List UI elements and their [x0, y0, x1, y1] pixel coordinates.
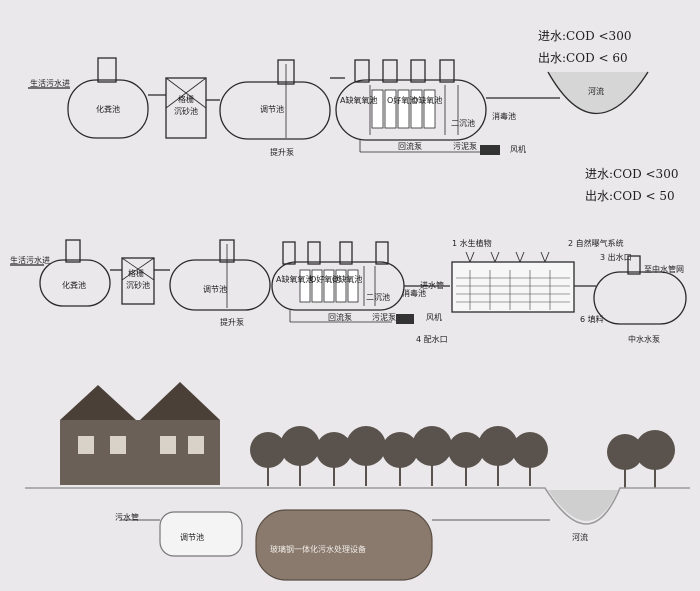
- diagram-2: 进水:COD <300 出水:COD < 50 生活污水进 化粪池 格栅 沉砂池…: [10, 167, 687, 344]
- d2-inlet-label: 生活污水进: [10, 255, 50, 265]
- d2-disinfection-label: 消毒池: [402, 288, 426, 298]
- d2-sludge-pump-label: 污泥泵: [372, 312, 396, 322]
- d1-anoxic-label: A缺氧氧池: [340, 95, 377, 105]
- d1-blower-label: 风机: [510, 144, 526, 154]
- d2-reuse-network-label: 至中水管网: [644, 264, 684, 274]
- d1-blower-icon: [480, 145, 500, 155]
- d2-media-blocks: [299, 269, 359, 303]
- scene-regulating-label: 调节池: [180, 532, 204, 542]
- scene-equipment-tank: [255, 509, 433, 581]
- d2-distribution-label: 4 配水口: [416, 334, 448, 344]
- d1-grid-label: 格栅: [178, 94, 194, 104]
- d2-inlet-quality: 进水:COD <300: [585, 167, 678, 181]
- d2-return-pump-label: 回流泵: [328, 312, 352, 322]
- d2-septic-label: 化粪池: [62, 280, 86, 290]
- d1-media-blocks: [371, 89, 436, 129]
- tree-row: [250, 426, 675, 470]
- d2-outlet-label: 3 出水口: [600, 252, 632, 262]
- d2-secondary-label: 二沉池: [366, 292, 390, 302]
- d1-septic-label: 化粪池: [96, 104, 120, 114]
- d1-river-label: 河流: [588, 86, 604, 96]
- d2-grid-label: 格栅: [128, 268, 144, 278]
- d2-lift-pump-label: 提升泵: [220, 317, 244, 327]
- d1-aerobic2-label: O缺氧池: [412, 95, 442, 105]
- d1-inlet-quality: 进水:COD <300: [538, 29, 631, 43]
- scene-regulating-tank: [159, 511, 243, 557]
- d2-inlet-tube-label: 进水管: [420, 280, 444, 290]
- d2-water-plant-label: 1 水生植物: [452, 238, 492, 248]
- d1-return-pump-label: 回流泵: [398, 141, 422, 151]
- d1-grit-label: 沉砂池: [174, 106, 198, 116]
- d2-blower-icon: [396, 314, 414, 324]
- d1-disinfection-label: 消毒池: [492, 111, 516, 121]
- d1-river: [547, 71, 649, 114]
- d2-grit-label: 沉砂池: [126, 280, 150, 290]
- d2-outlet-quality: 出水:COD < 50: [585, 189, 675, 203]
- scene-illustration: 河流 污水管 调节池 玻璃钢一体化污水处理设备: [25, 382, 690, 581]
- diagram-1: 进水:COD <300 出水:COD < 60 生活污水进 化粪池 格栅 沉砂池…: [28, 29, 649, 157]
- d1-aerobic1-label: O好氧池: [387, 95, 417, 105]
- d2-water-plants-icon: [465, 251, 550, 263]
- scene-river-label: 河流: [572, 532, 588, 542]
- d2-aerobic2-label: O缺氧池: [332, 274, 362, 284]
- d1-regulating-tank: [219, 81, 331, 140]
- ground-line: [25, 487, 690, 525]
- d2-septic-tank: [39, 259, 111, 307]
- d1-septic-manhole: [97, 57, 117, 83]
- house-illustration: [60, 382, 220, 485]
- d1-secondary-label: 二沉池: [451, 118, 475, 128]
- d1-lift-pump-label: 提升泵: [270, 147, 294, 157]
- d2-reuse-pump-label: 中水水泵: [628, 334, 660, 344]
- d2-reuse-tank: [593, 271, 687, 325]
- scene-equipment-label: 玻璃钢一体化污水处理设备: [270, 544, 366, 554]
- d2-blower-label: 风机: [426, 312, 442, 322]
- d2-aeration-label: 2 自然曝气系统: [568, 238, 624, 248]
- d1-outlet-quality: 出水:COD < 60: [538, 51, 628, 65]
- d1-septic-tank: [67, 79, 149, 139]
- d2-regulating-label: 调节池: [203, 284, 227, 294]
- d1-sludge-pump-label: 污泥泵: [453, 141, 477, 151]
- d2-anoxic-label: A缺氧氧池: [276, 274, 313, 284]
- d2-grit-tank: [121, 257, 155, 305]
- d1-regulating-label: 调节池: [260, 104, 284, 114]
- d2-wetland-gravel: [456, 270, 570, 310]
- scene-river-water: [548, 490, 618, 521]
- sewer-pipe-label: 污水管: [115, 512, 139, 522]
- d2-aerobic1-label: O好氧池: [310, 274, 340, 284]
- d2-wetland-bed: [451, 261, 575, 313]
- d1-inlet-label: 生活污水进: [30, 78, 70, 88]
- d2-filler-label: 6 填料: [580, 314, 604, 324]
